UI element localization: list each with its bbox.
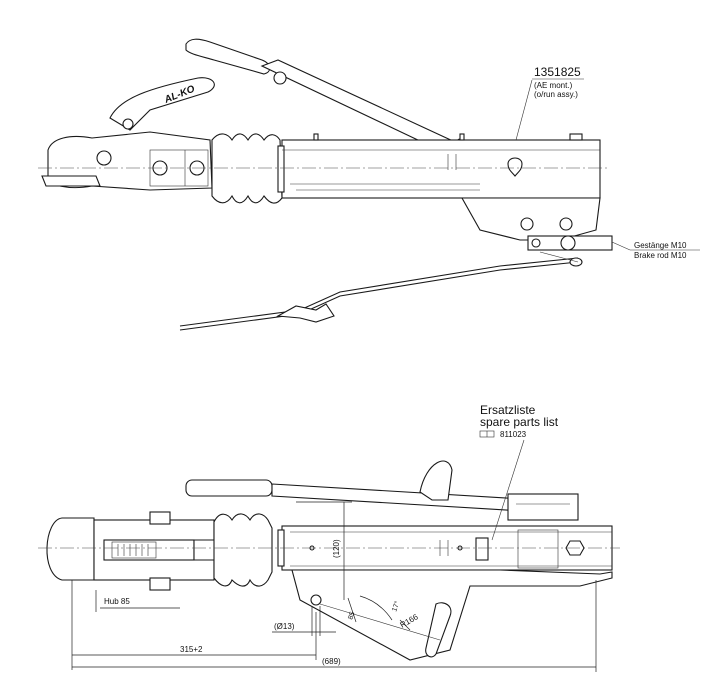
dim-pin: (Ø13) [274, 622, 295, 631]
housing [277, 133, 613, 251]
dim-stroke: Hub 85 [104, 597, 130, 606]
dim-angle-1: 85 [347, 611, 356, 621]
coupling-head: AL-KO [41, 77, 215, 191]
dim-angle-2: 17° [390, 600, 401, 613]
plan-bellows [213, 513, 273, 587]
brake-cable [179, 251, 583, 331]
dim-length-b: (689) [322, 657, 341, 666]
dim-height: (120) [332, 539, 341, 558]
spare-number: 811023 [500, 430, 527, 439]
handbrake-lever [185, 38, 469, 161]
spare-title-1: Ersatzliste [480, 403, 536, 417]
spare-title-2: spare parts list [480, 415, 559, 429]
part-note-2: (o/run assy.) [534, 90, 578, 99]
rod-label-2: Brake rod M10 [634, 251, 687, 260]
plan-view: Ersatzliste spare parts list 811023 Hub … [38, 403, 620, 672]
part-number: 1351825 [534, 65, 581, 79]
part-callout: 1351825 (AE mont.) (o/run assy.) [515, 65, 584, 141]
dim-length-a: 315+2 [180, 645, 203, 654]
spare-parts-callout: Ersatzliste spare parts list 811023 [479, 403, 559, 541]
part-note-1: (AE mont.) [534, 81, 573, 90]
rod-callout: Gestänge M10 Brake rod M10 [611, 241, 700, 260]
side-view: AL-KO [38, 38, 700, 331]
plan-handbrake-lever [185, 460, 579, 521]
plan-housing [277, 525, 613, 661]
plan-coupling-head [46, 511, 235, 591]
bellows [211, 133, 283, 204]
rod-label-1: Gestänge M10 [634, 241, 687, 250]
